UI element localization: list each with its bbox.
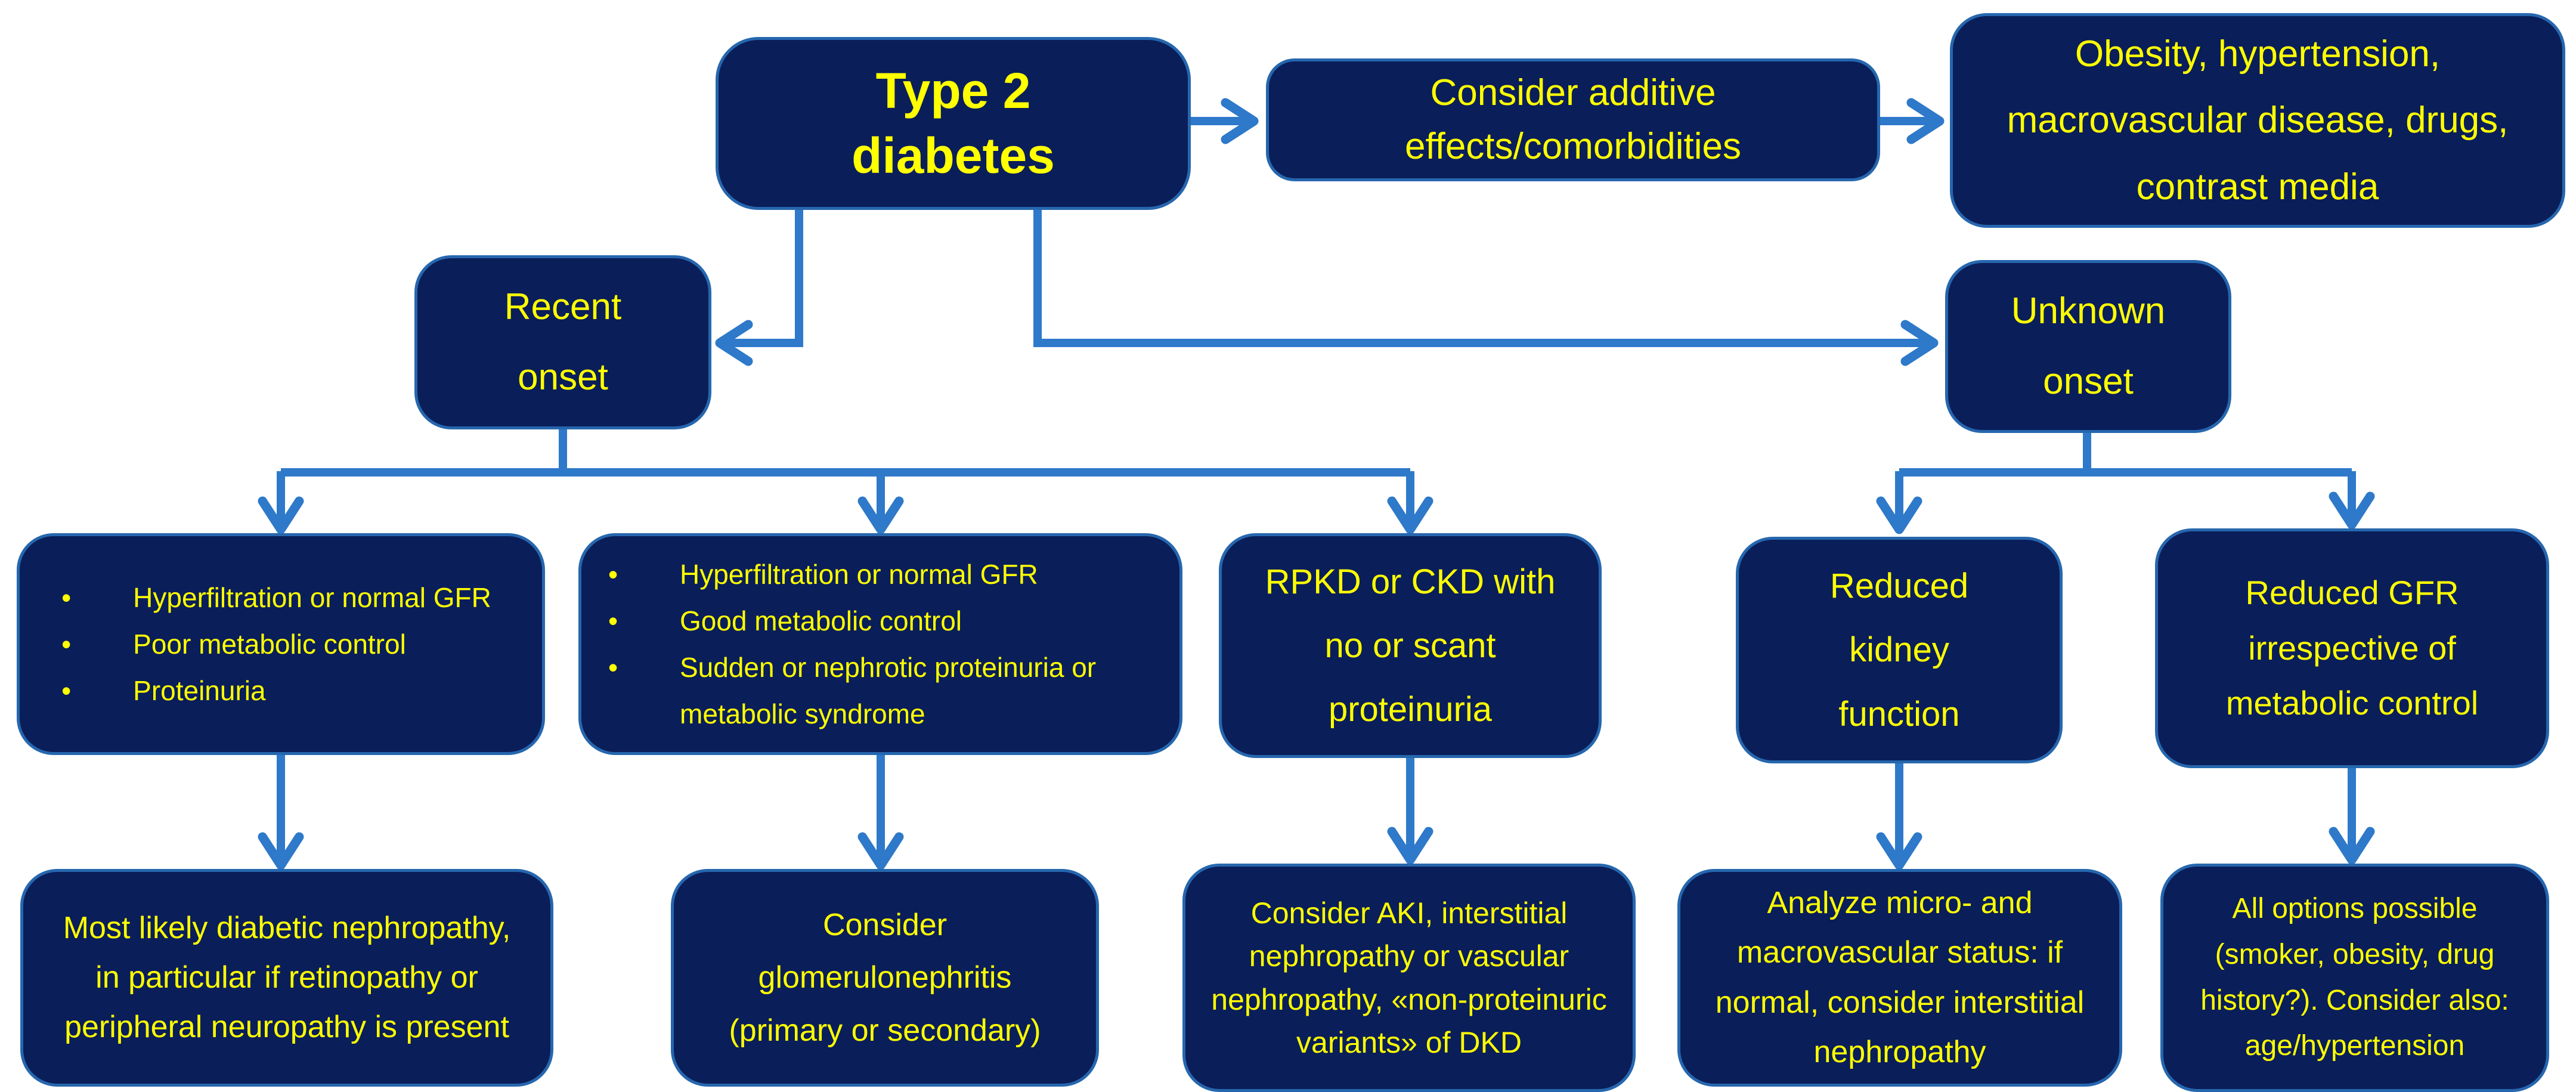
- node-outcome-all-options: All options possible (smoker, obesity, d…: [2160, 864, 2549, 1092]
- bullet-list: Hyperfiltration or normal GFR Good metab…: [581, 551, 1179, 738]
- node-outcome-analyze-vascular-status: Analyze micro- and macrovascular status:…: [1677, 869, 2122, 1087]
- node-reduced-kidney-function: Reduced kidney function: [1736, 537, 2063, 763]
- node-outcome-diabetic-nephropathy: Most likely diabetic nephropathy, in par…: [20, 869, 553, 1087]
- bullet-item: Hyperfiltration or normal GFR: [581, 551, 1144, 598]
- node-reduced-gfr: Reduced GFR irrespective of metabolic co…: [2155, 528, 2549, 768]
- node-label: Unknown onset: [2011, 290, 2166, 402]
- node-label: Obesity, hypertension, macrovascular dis…: [2007, 33, 2509, 208]
- bullet-item: Poor metabolic control: [35, 621, 491, 667]
- node-outcome-aki-nonproteinuric: Consider AKI, interstitial nephropathy o…: [1182, 864, 1636, 1092]
- node-label: Consider AKI, interstitial nephropathy o…: [1211, 896, 1607, 1060]
- node-label: Recent onset: [504, 286, 622, 398]
- node-label: Consider glomerulonephritis (primary or …: [729, 907, 1041, 1048]
- node-recent-criteria-2: Hyperfiltration or normal GFR Good metab…: [578, 533, 1182, 755]
- node-label: Reduced GFR irrespective of metabolic co…: [2225, 574, 2479, 722]
- edge-root-to-recent-onset: [715, 210, 803, 366]
- bullet-item: Proteinuria: [35, 667, 491, 714]
- node-label: Type 2 diabetes: [852, 62, 1055, 184]
- node-consider-additive-effects: Consider additive effects/comorbidities: [1266, 58, 1880, 181]
- node-recent-onset: Recent onset: [414, 255, 711, 429]
- bullet-list: Hyperfiltration or normal GFR Poor metab…: [35, 574, 527, 714]
- edge-root-to-unknown-onset: [1033, 210, 1939, 366]
- node-label: Reduced kidney function: [1829, 567, 1969, 734]
- bullet-item: Sudden or nephrotic proteinuria or metab…: [581, 644, 1144, 737]
- node-label: Consider additive effects/comorbidities: [1405, 72, 1741, 167]
- node-label: Most likely diabetic nephropathy, in par…: [63, 910, 511, 1045]
- node-rpkd-ckd: RPKD or CKD with no or scant proteinuria: [1219, 533, 1602, 758]
- node-recent-criteria-1: Hyperfiltration or normal GFR Poor metab…: [17, 533, 545, 755]
- bullet-item: Good metabolic control: [581, 598, 1144, 644]
- node-unknown-onset: Unknown onset: [1945, 260, 2231, 433]
- node-label: Analyze micro- and macrovascular status:…: [1715, 886, 2085, 1069]
- bullet-item: Hyperfiltration or normal GFR: [35, 574, 491, 621]
- node-comorbidity-list: Obesity, hypertension, macrovascular dis…: [1950, 13, 2565, 228]
- node-label: All options possible (smoker, obesity, d…: [2200, 892, 2509, 1062]
- node-type-2-diabetes: Type 2 diabetes: [716, 37, 1191, 210]
- node-outcome-glomerulonephritis: Consider glomerulonephritis (primary or …: [671, 869, 1099, 1087]
- node-label: RPKD or CKD with no or scant proteinuria: [1265, 562, 1556, 729]
